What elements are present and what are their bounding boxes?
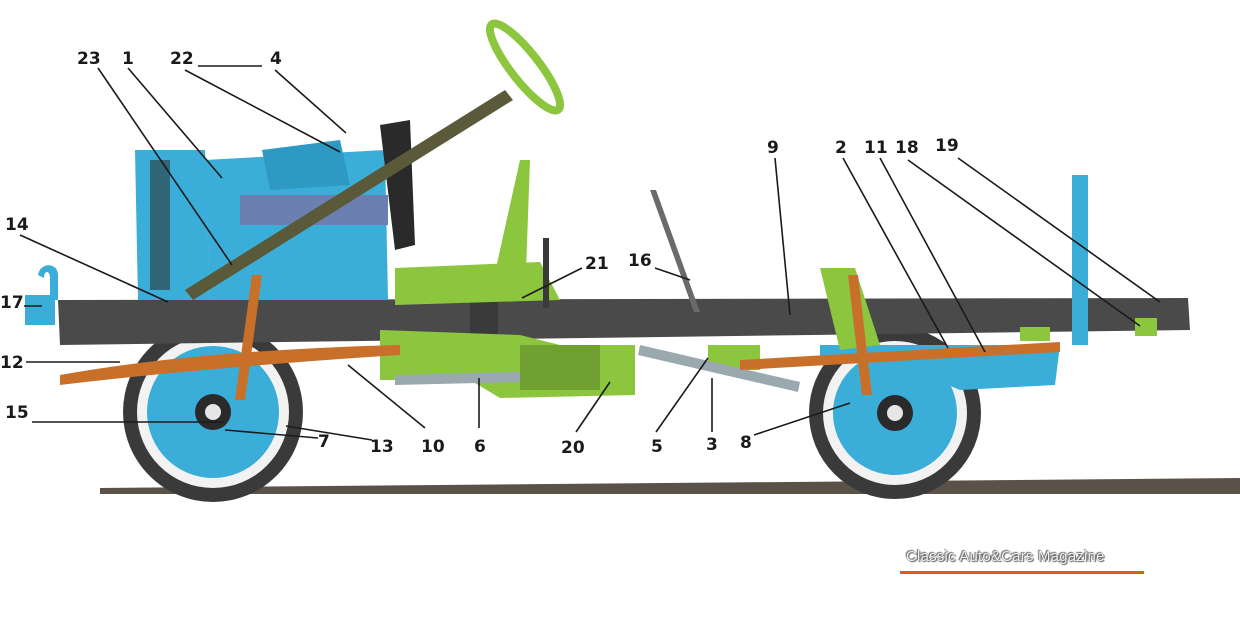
callout-2: 2 — [835, 138, 847, 158]
callout-20: 20 — [561, 438, 585, 458]
front-bumper-bracket — [25, 295, 55, 325]
rear-hitch — [1135, 318, 1157, 336]
leader-lines — [19, 65, 1161, 441]
rear-leaf-spring — [740, 342, 1060, 370]
rear-post — [1072, 175, 1088, 345]
transmission — [380, 160, 880, 398]
callout-23: 23 — [77, 49, 101, 69]
watermark-underline — [900, 571, 1144, 574]
callout-7: 7 — [318, 432, 330, 452]
front-shock-absorber — [235, 275, 262, 400]
callout-1: 1 — [122, 49, 134, 69]
chassis-frame — [58, 298, 1190, 345]
callout-19: 19 — [935, 136, 959, 156]
rear-shock-absorber — [848, 275, 872, 395]
callout-5: 5 — [651, 437, 663, 457]
front-wheel — [123, 322, 303, 502]
ground-line — [100, 478, 1240, 494]
callout-13: 13 — [370, 437, 394, 457]
callout-15: 15 — [5, 403, 29, 423]
rear-drive-shaft — [638, 345, 800, 392]
steering-wheel — [485, 19, 565, 115]
front-tow-hook — [38, 265, 58, 300]
callout-8: 8 — [740, 433, 752, 453]
callout-14: 14 — [5, 215, 29, 235]
rear-bracket — [1020, 327, 1050, 341]
callout-labels: 23 1 22 4 9 2 11 18 19 14 21 16 17 12 15… — [0, 49, 959, 458]
callout-21: 21 — [585, 254, 609, 274]
gear-lever — [543, 238, 549, 308]
callout-12: 12 — [0, 353, 24, 373]
callout-3: 3 — [706, 435, 718, 455]
hand-brake-lever — [650, 190, 700, 312]
propeller-shaft — [395, 372, 520, 385]
callout-11: 11 — [864, 138, 888, 158]
front-leaf-spring — [60, 345, 400, 385]
callout-9: 9 — [767, 138, 779, 158]
engine — [135, 120, 415, 300]
steering-column — [185, 90, 513, 300]
watermark-text: Classic Auto&Cars Magazine — [906, 548, 1105, 565]
callout-16: 16 — [628, 251, 652, 271]
callout-6: 6 — [474, 437, 486, 457]
callout-17: 17 — [0, 293, 24, 313]
callout-10: 10 — [421, 437, 445, 457]
callout-4: 4 — [270, 49, 282, 69]
callout-18: 18 — [895, 138, 919, 158]
callout-22: 22 — [170, 49, 194, 69]
